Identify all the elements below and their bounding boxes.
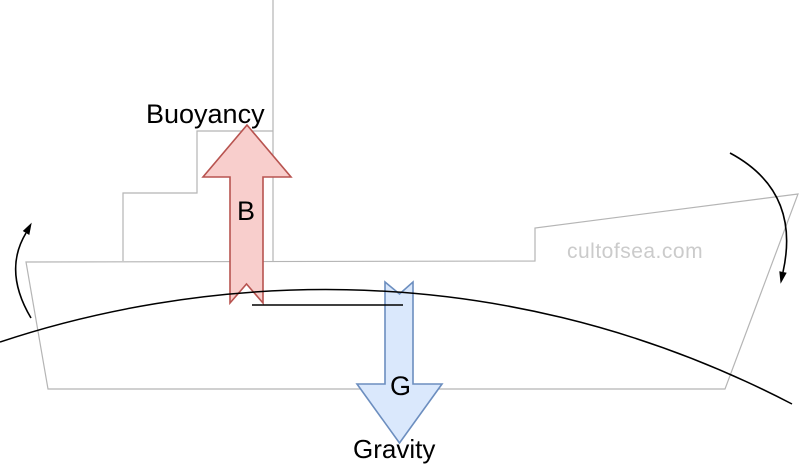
hull-profile (25, 193, 799, 390)
buoyancy-label: Buoyancy (146, 99, 265, 129)
gravity-label: Gravity (353, 434, 436, 464)
rotation-arrow-left-icon (14, 222, 32, 319)
rotation-arrow-right-icon (729, 152, 788, 284)
gravity-arrow-icon (355, 280, 444, 445)
buoyancy-symbol-label: B (237, 196, 256, 226)
ship-outline (25, 0, 799, 390)
hogging-curve (0, 288, 793, 405)
gravity-symbol-label: G (390, 371, 412, 401)
superstructure-profile (122, 130, 273, 261)
site-watermark: cultofsea.com (567, 240, 704, 263)
buoyancy-arrow-icon (201, 123, 293, 306)
